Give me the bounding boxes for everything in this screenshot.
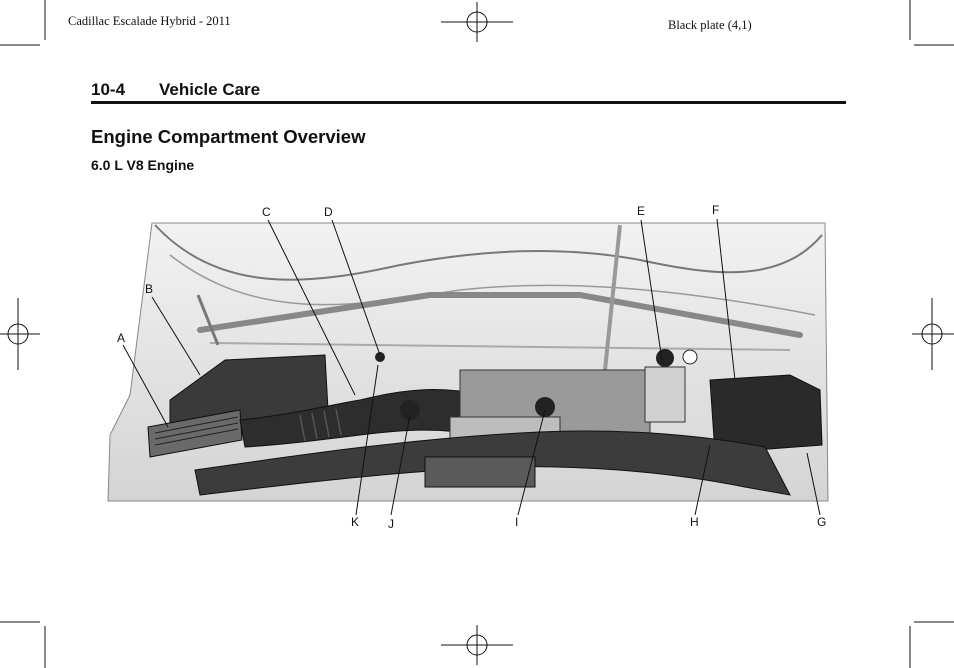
callout-g: G (817, 515, 826, 529)
callout-i: I (515, 515, 518, 529)
engine-compartment-illustration: A B C D E F G H I J K (107, 203, 829, 531)
callout-b: B (145, 282, 153, 296)
section-heading: 10-4 Vehicle Care (91, 80, 260, 100)
section-number: 10-4 (91, 80, 126, 99)
callout-j: J (388, 517, 394, 531)
callout-leader-lines (122, 218, 821, 516)
book-title: Cadillac Escalade Hybrid - 2011 (68, 14, 231, 28)
callout-f: F (712, 203, 719, 217)
plate-label: Black plate (4,1) (668, 18, 752, 32)
callout-d: D (324, 205, 333, 219)
engine-subtitle: 6.0 L V8 Engine (91, 157, 195, 173)
callout-e: E (637, 204, 645, 218)
section-rule (91, 101, 846, 104)
callout-k: K (351, 515, 359, 529)
coolant-reservoir (644, 366, 686, 423)
callout-c: C (262, 205, 271, 219)
callout-a: A (117, 331, 125, 345)
section-name: Vehicle Care (159, 80, 261, 99)
radiator-cover (194, 430, 791, 496)
page-title: Engine Compartment Overview (91, 126, 366, 147)
callout-h: H (690, 515, 699, 529)
